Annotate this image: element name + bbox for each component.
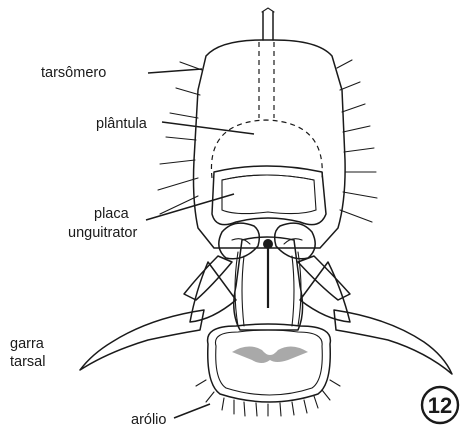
label-arolio-text: arólio (131, 412, 166, 428)
label-garra-line1: garra (10, 336, 45, 352)
label-arolio: arólio (131, 404, 210, 428)
label-tarsomero-text: tarsômero (41, 65, 106, 81)
label-tarsomero: tarsômero (41, 65, 202, 81)
label-garra-tarsal: garra tarsal (10, 336, 45, 370)
arolium-shading (232, 346, 308, 363)
figure-number-text: 12 (428, 393, 452, 418)
label-placa-line1: placa (94, 206, 130, 222)
label-plantula-text: plântula (96, 116, 148, 132)
arolium-fringe (196, 380, 340, 416)
plantula-dashed-outline (211, 42, 322, 178)
figure-number-badge: 12 (422, 387, 458, 423)
median-rod (263, 239, 273, 308)
label-plantula: plântula (96, 116, 254, 134)
label-placa-line2: unguitrator (68, 225, 137, 241)
label-garra-line2: tarsal (10, 354, 45, 370)
proximal-segment-stub (262, 8, 274, 40)
tarsal-claws (80, 310, 452, 374)
label-placa-unguitrator: placa unguitrator (68, 194, 234, 241)
tarsomere-outline (194, 40, 346, 248)
arolium (208, 324, 331, 402)
